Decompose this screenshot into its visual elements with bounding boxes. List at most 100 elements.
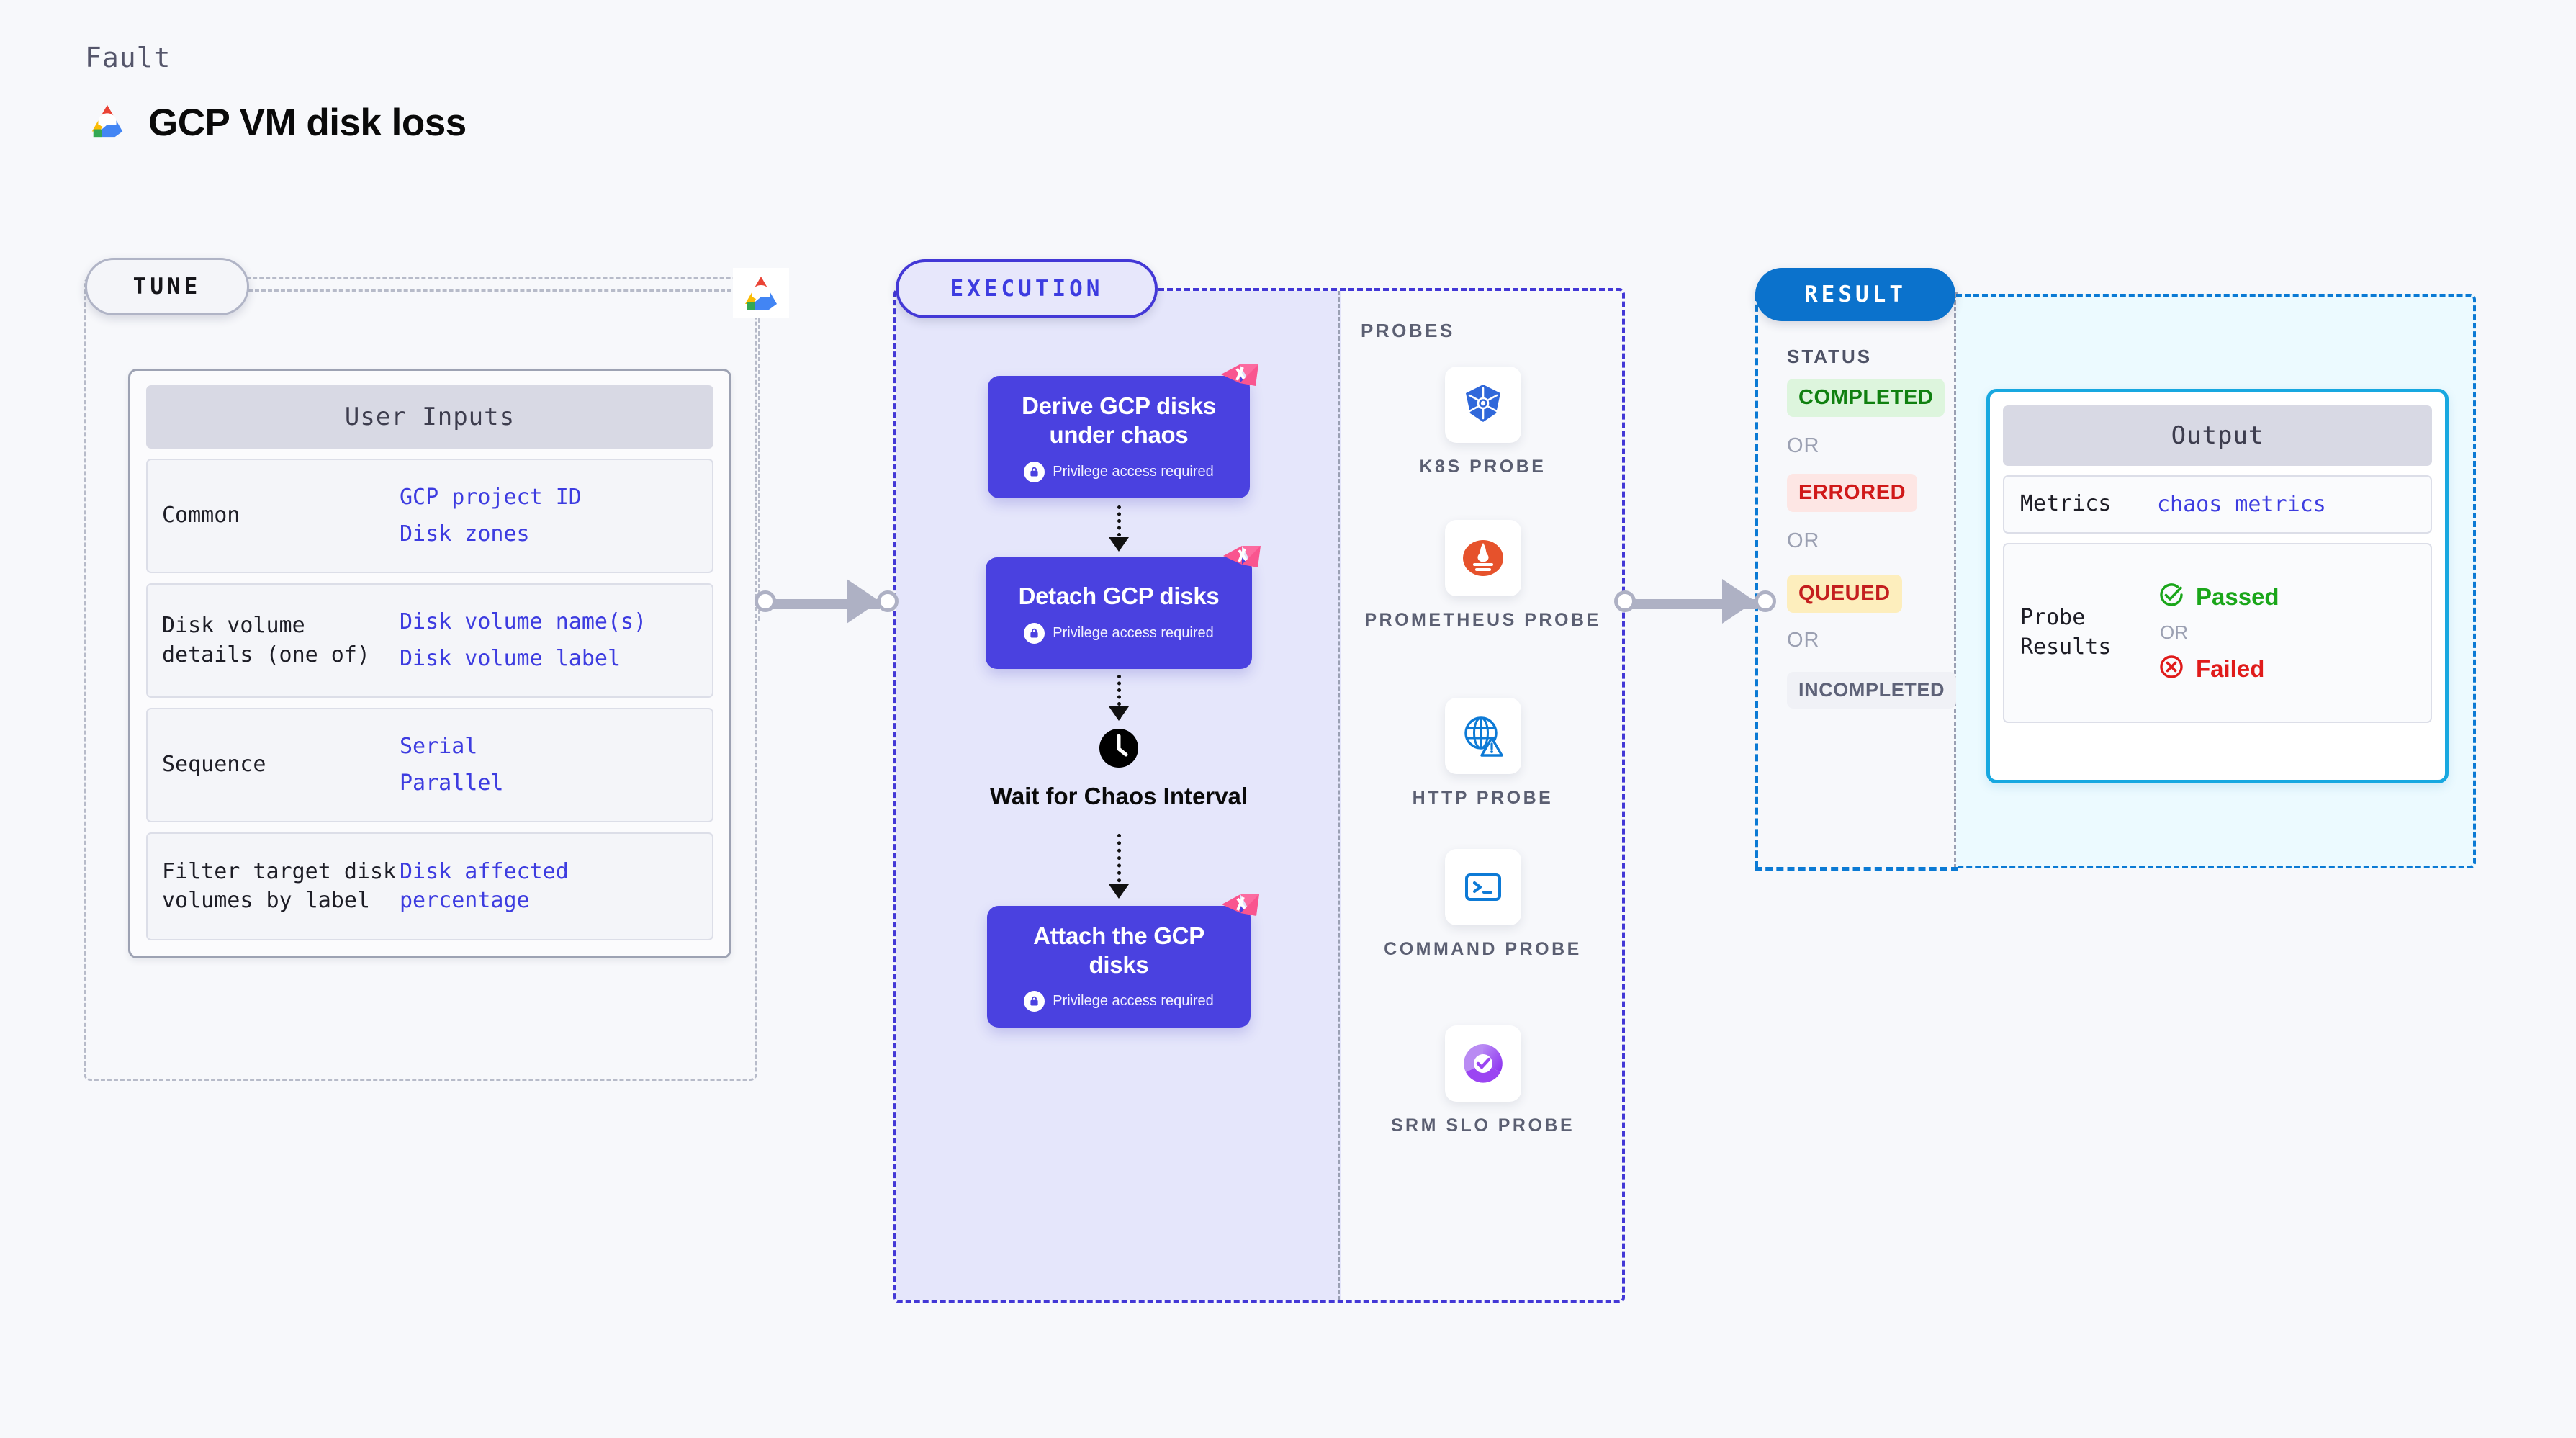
output-card: Output Metrics chaos metrics Probe Resul… bbox=[1986, 389, 2449, 783]
output-title: Output bbox=[2003, 405, 2432, 466]
probe-prometheus[interactable]: PROMETHEUS PROBE bbox=[1341, 520, 1625, 632]
output-row-key: Metrics bbox=[2020, 491, 2112, 516]
step-note-text: Privilege access required bbox=[1053, 624, 1214, 641]
step-title: Wait for Chaos Interval bbox=[989, 782, 1248, 809]
http-globe-icon bbox=[1444, 698, 1521, 774]
lock-icon bbox=[1024, 622, 1045, 644]
chaos-fault-badge-icon bbox=[1215, 361, 1261, 402]
execution-flow: Derive GCP disks under chaos Privilege a… bbox=[896, 291, 1341, 1028]
check-circle-icon bbox=[2157, 580, 2186, 613]
output-row-metrics: Metrics chaos metrics bbox=[2003, 475, 2432, 534]
input-row-values: Serial Parallel bbox=[400, 725, 504, 805]
tune-connector-line bbox=[248, 289, 738, 292]
srm-slo-icon bbox=[1444, 1025, 1521, 1102]
step-title: Attach the GCP disks bbox=[1033, 922, 1204, 978]
gcp-logo-icon bbox=[85, 102, 130, 144]
chaos-fault-badge-icon bbox=[1217, 543, 1264, 583]
input-value[interactable]: Disk volume label bbox=[400, 645, 621, 671]
execution-step-derive-gcp-disks[interactable]: Derive GCP disks under chaos Privilege a… bbox=[988, 364, 1258, 498]
probe-command[interactable]: COMMAND PROBE bbox=[1341, 849, 1625, 961]
probe-srm-slo[interactable]: SRM SLO PROBE bbox=[1341, 1025, 1625, 1138]
connector-dot-right bbox=[877, 590, 899, 612]
probe-result-passed: Passed bbox=[2157, 580, 2279, 613]
status-badge-queued: QUEUED bbox=[1787, 575, 1902, 613]
x-circle-icon bbox=[2157, 652, 2186, 685]
probes-column: PROBES K8S PROBE bbox=[1341, 291, 1625, 1300]
result-status-column: STATUS COMPLETED OR ERRORED OR QUEUED OR… bbox=[1755, 292, 1958, 871]
page-title: GCP VM disk loss bbox=[148, 102, 467, 144]
user-inputs-card: User Inputs Common GCP project ID Disk z… bbox=[128, 369, 731, 958]
probe-label: PROMETHEUS PROBE bbox=[1364, 610, 1601, 630]
probe-label: HTTP PROBE bbox=[1412, 788, 1554, 808]
input-row-key: Disk volume details (one of) bbox=[162, 613, 370, 668]
kubernetes-icon bbox=[1444, 367, 1521, 443]
lock-icon bbox=[1024, 461, 1045, 482]
input-value[interactable]: Disk zones bbox=[400, 521, 530, 547]
connector-execution-to-result bbox=[1614, 579, 1776, 624]
execution-badge: EXECUTION bbox=[896, 259, 1158, 318]
flow-arrow bbox=[1109, 674, 1129, 721]
tune-panel bbox=[84, 277, 757, 1081]
connector-tune-to-execution bbox=[755, 579, 899, 624]
input-row-disk-volume-details: Disk volume details (one of) Disk volume… bbox=[146, 583, 713, 698]
status-label: STATUS bbox=[1787, 346, 1873, 367]
execution-step-wait-for-chaos-interval: Wait for Chaos Interval bbox=[896, 728, 1341, 811]
input-value[interactable]: Disk volume name(s) bbox=[400, 609, 647, 634]
probe-result-values: Passed OR Failed bbox=[2157, 576, 2279, 689]
input-value[interactable]: Disk affected percentage bbox=[400, 858, 569, 914]
probes-title: PROBES bbox=[1361, 320, 1455, 341]
page-header: GCP VM disk loss bbox=[85, 101, 467, 145]
gcp-logo-icon bbox=[733, 268, 789, 318]
step-note-text: Privilege access required bbox=[1053, 993, 1214, 1010]
step-privilege-note: Privilege access required bbox=[1024, 461, 1214, 482]
step-title: Detach GCP disks bbox=[1018, 583, 1220, 610]
output-row-probe-results: Probe Results Passed OR bbox=[2003, 542, 2432, 723]
page-eyebrow: Fault bbox=[85, 42, 171, 73]
execution-panel bbox=[893, 288, 1625, 1303]
chaos-fault-badge-icon bbox=[1216, 891, 1262, 932]
result-badge: RESULT bbox=[1755, 268, 1955, 321]
gcp-drop-line bbox=[758, 318, 760, 621]
status-badge-incompleted: INCOMPLETED bbox=[1787, 672, 1957, 709]
execution-step-attach-the-gcp-disks[interactable]: Attach the GCP disks Privilege access re… bbox=[987, 894, 1259, 1028]
status-or-2: OR bbox=[1787, 529, 1820, 552]
user-inputs-title: User Inputs bbox=[146, 385, 713, 449]
input-value[interactable]: Serial bbox=[400, 734, 478, 759]
connector-dot-left bbox=[755, 590, 776, 612]
input-row-sequence: Sequence Serial Parallel bbox=[146, 708, 713, 822]
probe-http[interactable]: HTTP PROBE bbox=[1341, 698, 1625, 810]
passed-label: Passed bbox=[2196, 583, 2279, 610]
status-or-1: OR bbox=[1787, 434, 1820, 457]
lock-icon bbox=[1024, 991, 1045, 1012]
execution-step-detach-gcp-disks[interactable]: Detach GCP disks Privilege access requir… bbox=[986, 545, 1261, 669]
probe-label: COMMAND PROBE bbox=[1384, 939, 1582, 959]
step-privilege-note: Privilege access required bbox=[1024, 622, 1214, 644]
input-row-key: Filter target disk volumes by label bbox=[162, 858, 397, 914]
probe-result-or: OR bbox=[2160, 621, 2188, 643]
status-or-3: OR bbox=[1787, 629, 1820, 652]
terminal-icon bbox=[1444, 849, 1521, 925]
output-row-value[interactable]: chaos metrics bbox=[2157, 491, 2326, 517]
prometheus-icon bbox=[1444, 520, 1521, 596]
probe-label: SRM SLO PROBE bbox=[1390, 1115, 1575, 1136]
status-badge-errored: ERRORED bbox=[1787, 474, 1918, 512]
flow-arrow bbox=[1109, 833, 1129, 899]
input-value[interactable]: GCP project ID bbox=[400, 485, 582, 510]
status-bottom-border bbox=[1755, 867, 1958, 871]
input-row-common: Common GCP project ID Disk zones bbox=[146, 459, 713, 573]
probe-k8s[interactable]: K8S PROBE bbox=[1341, 367, 1625, 479]
step-privilege-note: Privilege access required bbox=[1024, 991, 1214, 1012]
status-badge-completed: COMPLETED bbox=[1787, 379, 1945, 417]
tune-badge: TUNE bbox=[85, 258, 249, 315]
input-value[interactable]: Parallel bbox=[400, 770, 504, 796]
output-row-key: Probe Results bbox=[2020, 605, 2112, 660]
step-note-text: Privilege access required bbox=[1053, 463, 1214, 480]
input-row-values: Disk volume name(s) Disk volume label bbox=[400, 601, 647, 680]
failed-label: Failed bbox=[2196, 655, 2265, 682]
input-row-key: Common bbox=[162, 503, 240, 529]
connector-dot-right bbox=[1755, 590, 1776, 612]
input-row-values: GCP project ID Disk zones bbox=[400, 476, 582, 556]
clock-icon bbox=[1099, 728, 1139, 771]
probe-label: K8S PROBE bbox=[1419, 457, 1546, 477]
